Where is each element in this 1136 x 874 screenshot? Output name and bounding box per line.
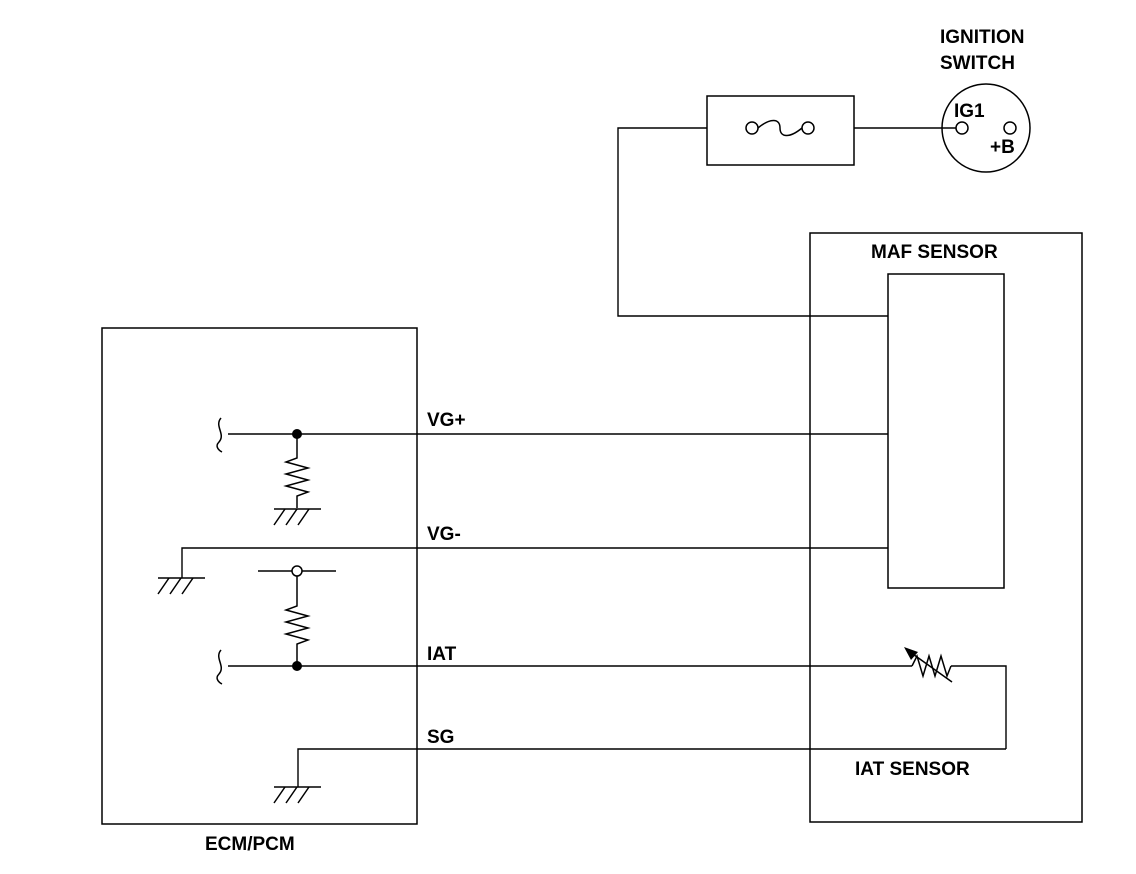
wire-iat-sensor-return [951,665,1007,749]
plus-b-label: +B [990,137,1015,158]
ignition-switch-label-line2: SWITCH [940,53,1015,74]
reference-terminal [291,565,303,577]
vg-minus-label: VG- [427,524,461,545]
maf-sensor-label: MAF SENSOR [871,242,998,263]
ground-icon [273,508,321,526]
iat-sensor-label: IAT SENSOR [855,759,970,780]
resistor-icon [283,434,311,508]
junction-dot [292,661,302,671]
ecm-pcm-box [101,327,418,825]
ground-icon [273,786,321,804]
wire-fuse-to-maf [617,127,888,317]
ignition-switch: IG1 +B [941,83,1031,173]
resistor-icon [283,576,311,666]
ecm-pcm-label: ECM/PCM [205,834,295,855]
ground-icon [157,577,205,595]
wire-sg [297,748,1006,787]
maf-sensor-element [887,273,1005,589]
connector-break-vg-plus [216,417,223,453]
iat-label: IAT [427,644,457,665]
ig1-terminal [955,121,969,135]
connector-break-iat [216,649,223,685]
variable-resistor-icon [904,647,953,683]
sg-label: SG [427,727,454,748]
vg-plus-label: VG+ [427,410,466,431]
ig1-label: IG1 [954,101,985,122]
ignition-switch-label-line1: IGNITION [940,27,1024,48]
maf-sensor-housing [809,232,1083,823]
fuse-icon [706,95,855,166]
wire-vg-minus [181,547,888,578]
plus-b-terminal [1003,121,1017,135]
